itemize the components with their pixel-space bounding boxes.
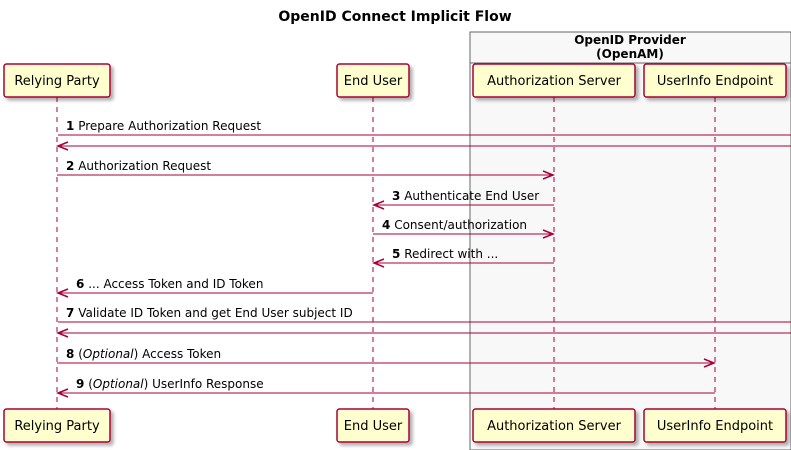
message-label: 2 Authorization Request <box>66 159 211 173</box>
participant-ui-bottom: UserInfo Endpoint <box>643 408 787 443</box>
participant-box <box>643 63 787 98</box>
message-6: 6 ... Access Token and ID Token <box>55 277 373 298</box>
message-label: 7 Validate ID Token and get End User sub… <box>66 306 353 320</box>
message-text: Prepare Authorization Request <box>78 119 261 133</box>
arrowhead <box>542 229 556 239</box>
message-number: 5 <box>392 247 400 261</box>
participant-label: Authorization Server <box>487 74 621 89</box>
arrowhead <box>703 358 717 368</box>
participant-box <box>472 63 636 98</box>
message-2: 2 Authorization Request <box>57 159 556 180</box>
participant-rp-bottom: Relying Party <box>3 408 111 443</box>
message-label: 6 ... Access Token and ID Token <box>76 277 263 291</box>
message-text: UserInfo Response <box>152 377 264 391</box>
message-label: 3 Authenticate End User <box>392 189 539 203</box>
message-label: 4 Consent/authorization <box>382 218 527 232</box>
message-label: 1 Prepare Authorization Request <box>66 119 261 133</box>
participant-as-bottom: Authorization Server <box>472 408 636 443</box>
message-text: Consent/authorization <box>394 218 527 232</box>
message-text: Access Token <box>142 347 221 361</box>
arrowhead <box>371 258 385 268</box>
arrowhead <box>55 388 69 398</box>
group-box-openid-provider <box>469 31 791 450</box>
message-label: 9 (Optional) UserInfo Response <box>76 377 264 391</box>
participant-as-top: Authorization Server <box>472 63 636 98</box>
arrowhead <box>55 141 69 151</box>
participant-eu-top: End User <box>336 63 410 98</box>
message-text: ... Access Token and ID Token <box>88 277 263 291</box>
participant-box <box>336 408 410 443</box>
participant-box <box>336 63 410 98</box>
arrowhead <box>55 288 69 298</box>
participant-label: UserInfo Endpoint <box>657 74 773 89</box>
arrowhead <box>371 200 385 210</box>
arrowhead <box>542 170 556 180</box>
message-optional-tag: Optional <box>83 347 134 361</box>
participant-box <box>472 408 636 443</box>
message-4: 4 Consent/authorization <box>373 218 556 239</box>
message-number: 3 <box>392 189 400 203</box>
participant-label: Relying Party <box>14 74 100 89</box>
message-number: 4 <box>382 218 390 232</box>
message-7: 7 Validate ID Token and get End User sub… <box>55 306 791 338</box>
participant-rp-top: Relying Party <box>3 63 111 98</box>
message-number: 8 <box>66 347 74 361</box>
group-label-line2: (OpenAM) <box>596 47 664 61</box>
message-number: 1 <box>66 119 74 133</box>
participant-label: UserInfo Endpoint <box>657 419 773 434</box>
message-label: 5 Redirect with ... <box>392 247 498 261</box>
message-text: Authenticate End User <box>404 189 539 203</box>
group-label-line1: OpenID Provider <box>574 33 686 47</box>
message-text: Redirect with ... <box>404 247 498 261</box>
message-9: 9 (Optional) UserInfo Response <box>55 377 715 398</box>
arrowhead <box>55 328 69 338</box>
message-text: Authorization Request <box>78 159 211 173</box>
participant-label: End User <box>344 74 403 89</box>
message-label: 8 (Optional) Access Token <box>66 347 221 361</box>
participant-box <box>3 63 111 98</box>
messages: 1 Prepare Authorization Request 2 Authori… <box>55 119 791 398</box>
participant-eu-bottom: End User <box>336 408 410 443</box>
message-8: 8 (Optional) Access Token <box>57 347 717 368</box>
message-3: 3 Authenticate End User <box>371 189 554 210</box>
participant-label: Authorization Server <box>487 419 621 434</box>
lifelines <box>56 97 716 409</box>
message-text: Validate ID Token and get End User subje… <box>78 306 353 320</box>
participant-label: Relying Party <box>14 419 100 434</box>
message-5: 5 Redirect with ... <box>371 247 554 268</box>
message-1: 1 Prepare Authorization Request <box>55 119 791 151</box>
participant-ui-top: UserInfo Endpoint <box>643 63 787 98</box>
participant-label: End User <box>344 419 403 434</box>
participant-box <box>3 408 111 443</box>
diagram-title: OpenID Connect Implicit Flow <box>278 9 511 25</box>
message-number: 9 <box>76 377 84 391</box>
message-number: 7 <box>66 306 74 320</box>
message-number: 6 <box>76 277 84 291</box>
message-optional-tag: Optional <box>93 377 144 391</box>
message-number: 2 <box>66 159 74 173</box>
participant-box <box>643 408 787 443</box>
